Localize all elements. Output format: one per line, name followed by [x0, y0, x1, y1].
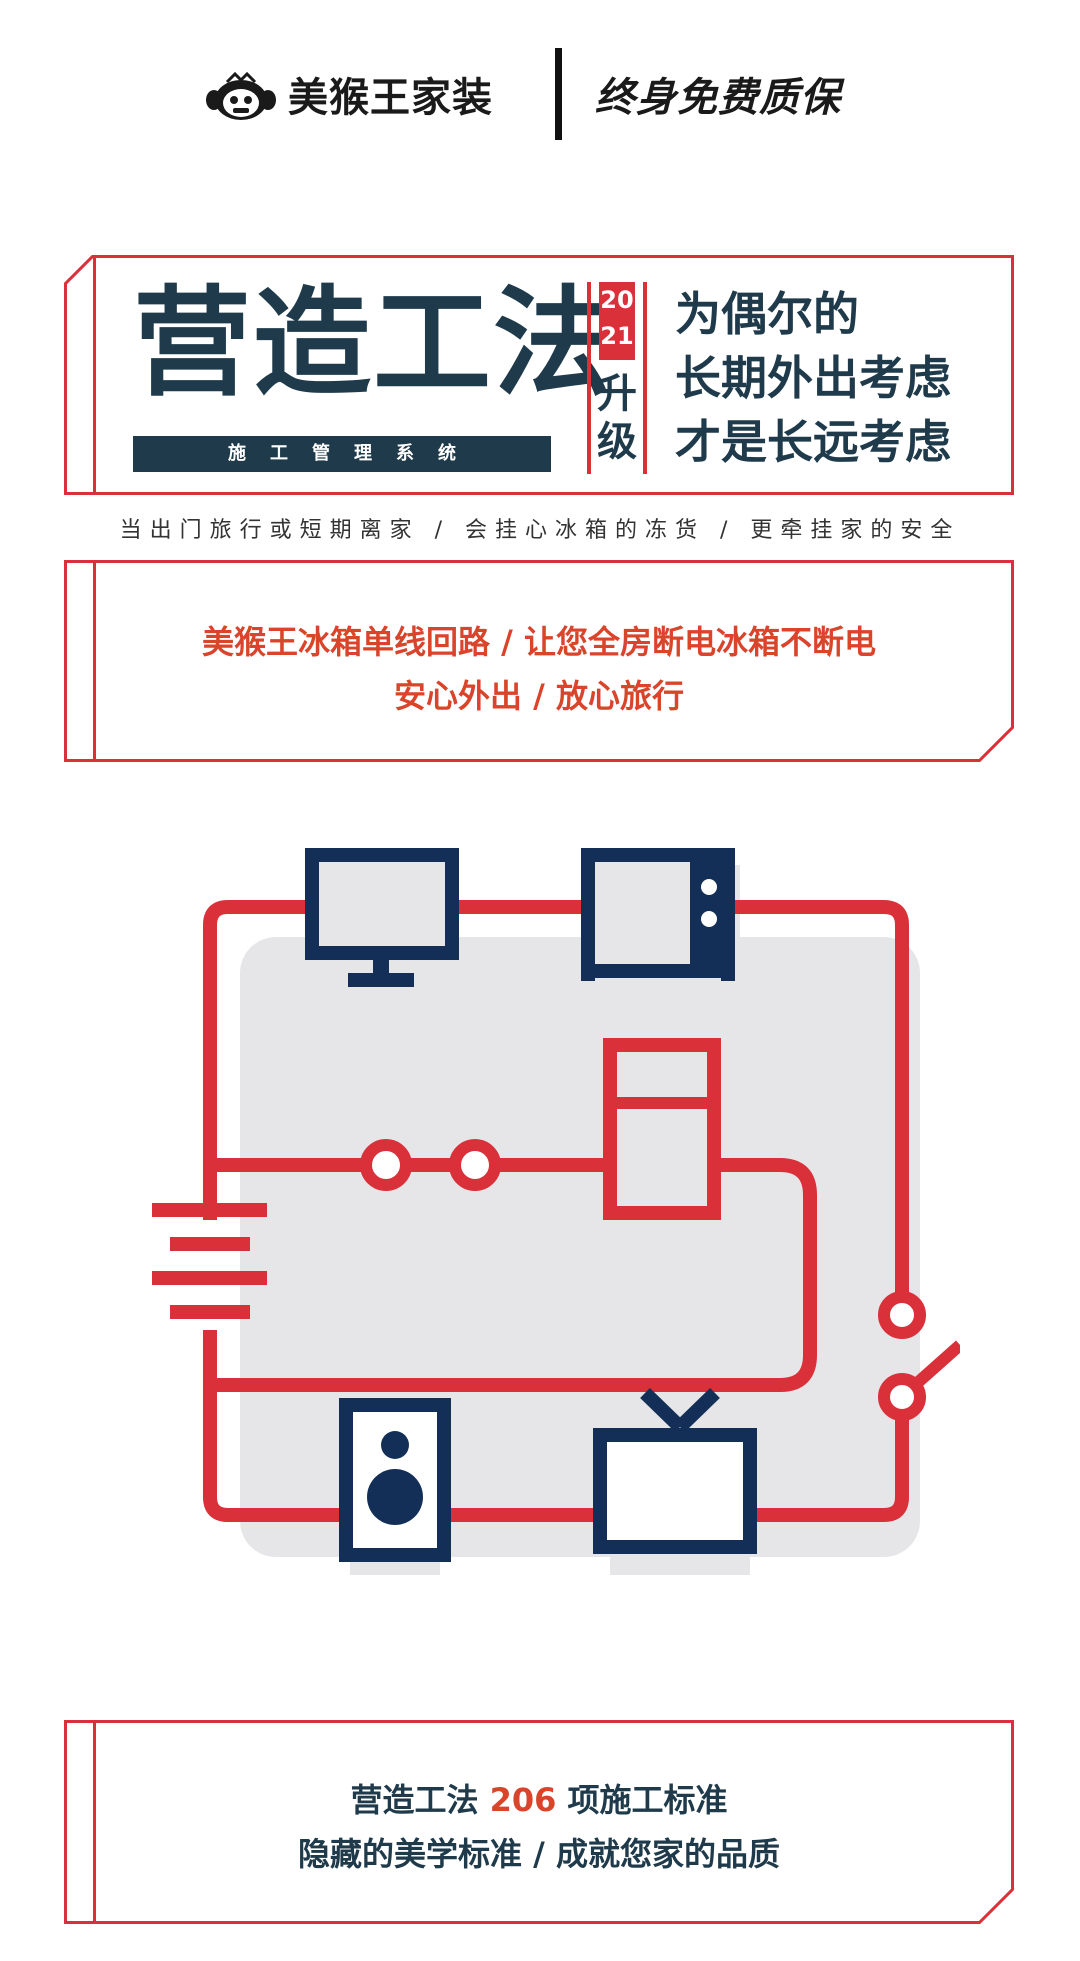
footer-line-1: 营造工法 206 项施工标准: [67, 1773, 1011, 1827]
system-label: 施工管理系统: [133, 436, 551, 472]
info-line-2: 安心外出 / 放心旅行: [394, 677, 684, 715]
footer-line-2: 隐藏的美学标准 / 成就您家的品质: [298, 1835, 780, 1873]
main-title: 营造工法: [133, 274, 614, 412]
tagline-line-3: 才是长远考虑: [675, 415, 951, 469]
outer-circuit-wire: [203, 900, 909, 1299]
outer-circuit-wire-bottom: [203, 1330, 909, 1522]
breaker-node-2: [449, 1139, 501, 1191]
footer-text: 营造工法 206 项施工标准 隐藏的美学标准 / 成就您家的品质: [67, 1773, 1011, 1881]
info-box: 美猴王冰箱单线回路 / 让您全房断电冰箱不断电 安心外出 / 放心旅行: [64, 560, 1014, 762]
breaker-node-1: [360, 1139, 412, 1191]
brand-name: 美猴王家装: [288, 75, 493, 121]
standards-count: 206: [489, 1781, 557, 1819]
footer-line-1-post: 项施工标准: [556, 1781, 728, 1819]
corner-decoration: [978, 726, 1014, 762]
info-line-1: 美猴王冰箱单线回路 / 让您全房断电冰箱不断电: [202, 623, 876, 661]
subtitle: 当出门旅行或短期离家 / 会挂心冰箱的冻货 / 更牵挂家的安全: [119, 518, 961, 543]
circuit-diagram: [152, 848, 960, 1575]
tv-icon: [593, 1387, 757, 1554]
footer-line-1-pre: 营造工法: [350, 1781, 490, 1819]
switch-icon: [878, 1291, 960, 1421]
header-divider: [555, 48, 562, 140]
refrigerator-icon: [603, 1038, 721, 1220]
speaker-icon: [339, 1398, 451, 1562]
microwave-icon: [581, 848, 735, 981]
tagline: 为偶尔的 长期外出考虑 才是长远考虑: [675, 282, 951, 474]
battery-icon: [152, 1203, 267, 1319]
frame-inner-line: [93, 560, 96, 762]
tagline-line-2: 长期外出考虑: [675, 351, 951, 405]
monkey-logo-icon: [206, 71, 276, 120]
header: 美猴王家装 终身免费质保: [0, 40, 1080, 150]
slogan: 终身免费质保: [595, 75, 841, 121]
computer-monitor-icon: [305, 848, 459, 987]
frame-inner-line: [93, 255, 96, 495]
corner-decoration: [64, 255, 94, 285]
tagline-line-1: 为偶尔的: [675, 287, 859, 341]
frame-inner-line: [93, 1720, 96, 1924]
footer-box: 营造工法 206 项施工标准 隐藏的美学标准 / 成就您家的品质: [64, 1720, 1014, 1924]
upgrade-label: 升级: [597, 371, 637, 465]
info-text: 美猴王冰箱单线回路 / 让您全房断电冰箱不断电 安心外出 / 放心旅行: [67, 615, 1011, 723]
corner-decoration: [978, 1888, 1014, 1924]
inner-circuit-wire: [210, 1158, 817, 1392]
